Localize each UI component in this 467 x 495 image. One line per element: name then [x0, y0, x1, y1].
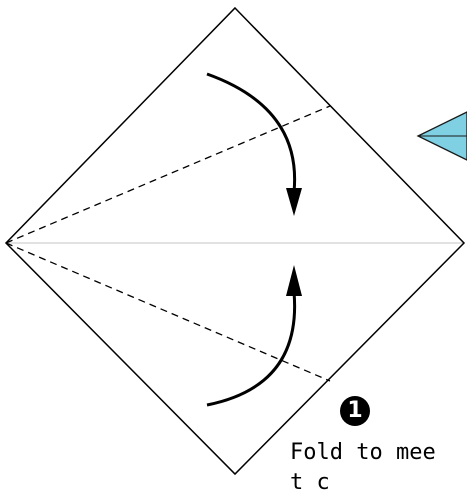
lower-fold-line	[5, 242, 331, 382]
next-step-preview-icon	[416, 111, 467, 161]
curved-arrow-up-icon	[206, 265, 302, 407]
step-instruction: Fold to mee	[290, 440, 436, 465]
paper-diamond	[4, 6, 466, 476]
curved-arrow-down-icon	[206, 72, 302, 216]
step-instruction-continued: t c	[290, 470, 330, 495]
step-number-badge: 1	[340, 396, 370, 426]
origami-diagram	[4, 6, 467, 476]
upper-fold-line	[5, 105, 331, 244]
